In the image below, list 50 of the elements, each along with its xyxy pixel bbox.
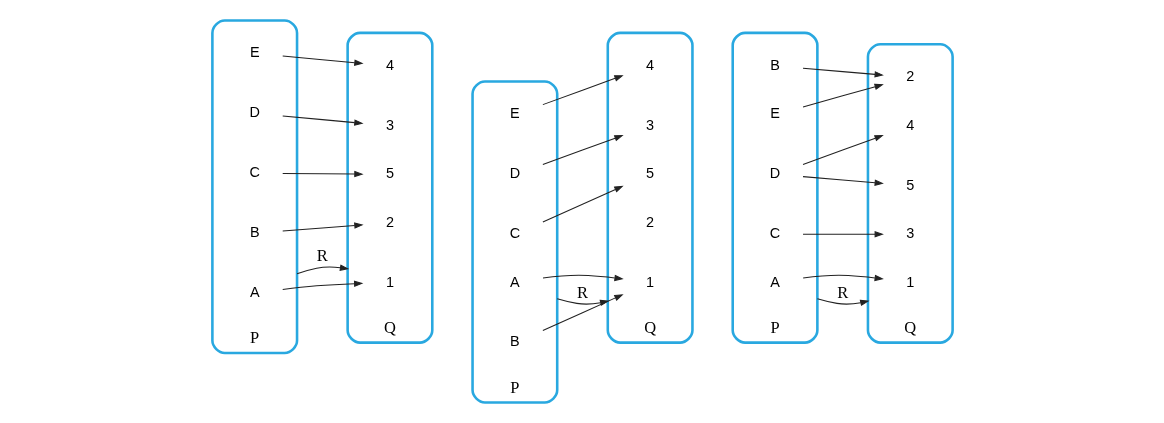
arrow	[541, 185, 624, 223]
arrow	[281, 55, 364, 66]
node-text: 2	[385, 213, 394, 230]
arrow	[541, 135, 624, 166]
node-text: A	[249, 283, 260, 300]
arrow	[281, 280, 363, 290]
node-text: 4	[905, 116, 914, 133]
node-text: 2	[645, 213, 654, 230]
node-text: E	[769, 105, 780, 122]
node-text: C	[769, 225, 780, 242]
arrow	[802, 230, 884, 238]
node-text: 5	[905, 176, 914, 193]
node-text: 3	[645, 116, 654, 133]
node-text: 1	[645, 273, 654, 290]
edge-label: R	[836, 283, 848, 303]
node-text: A	[769, 273, 780, 290]
arrow	[281, 170, 364, 178]
node-text: D	[249, 104, 260, 121]
arrow	[802, 274, 884, 282]
node-text: 2	[905, 68, 914, 85]
node-text: 1	[905, 273, 914, 290]
node-text: 3	[905, 225, 914, 242]
node-text: B	[509, 333, 520, 350]
edge-label: R	[316, 245, 328, 265]
arrow	[281, 115, 364, 126]
arrow	[802, 176, 884, 186]
node-text: D	[769, 165, 780, 182]
node-text: 5	[645, 165, 654, 182]
arrow	[541, 274, 624, 282]
node-text: E	[249, 44, 260, 61]
arrow	[802, 135, 884, 166]
edge-label: R	[576, 283, 588, 303]
arrow	[541, 75, 624, 106]
node-text: C	[249, 164, 260, 181]
arrow	[541, 294, 624, 331]
node-text: 3	[385, 116, 394, 133]
node-text: B	[769, 56, 780, 73]
node-text: A	[509, 273, 520, 290]
arrow	[281, 222, 364, 232]
node-text: 4	[385, 56, 394, 73]
node-text: E	[509, 105, 520, 122]
node-text: 1	[385, 273, 394, 290]
node-text: 5	[385, 165, 394, 182]
arrow	[816, 298, 869, 306]
arrow	[296, 264, 349, 275]
arrow	[802, 83, 884, 108]
node-text: 4	[645, 56, 654, 73]
node-text: C	[509, 225, 520, 242]
node-text: B	[249, 224, 260, 240]
node-text: D	[509, 165, 520, 182]
